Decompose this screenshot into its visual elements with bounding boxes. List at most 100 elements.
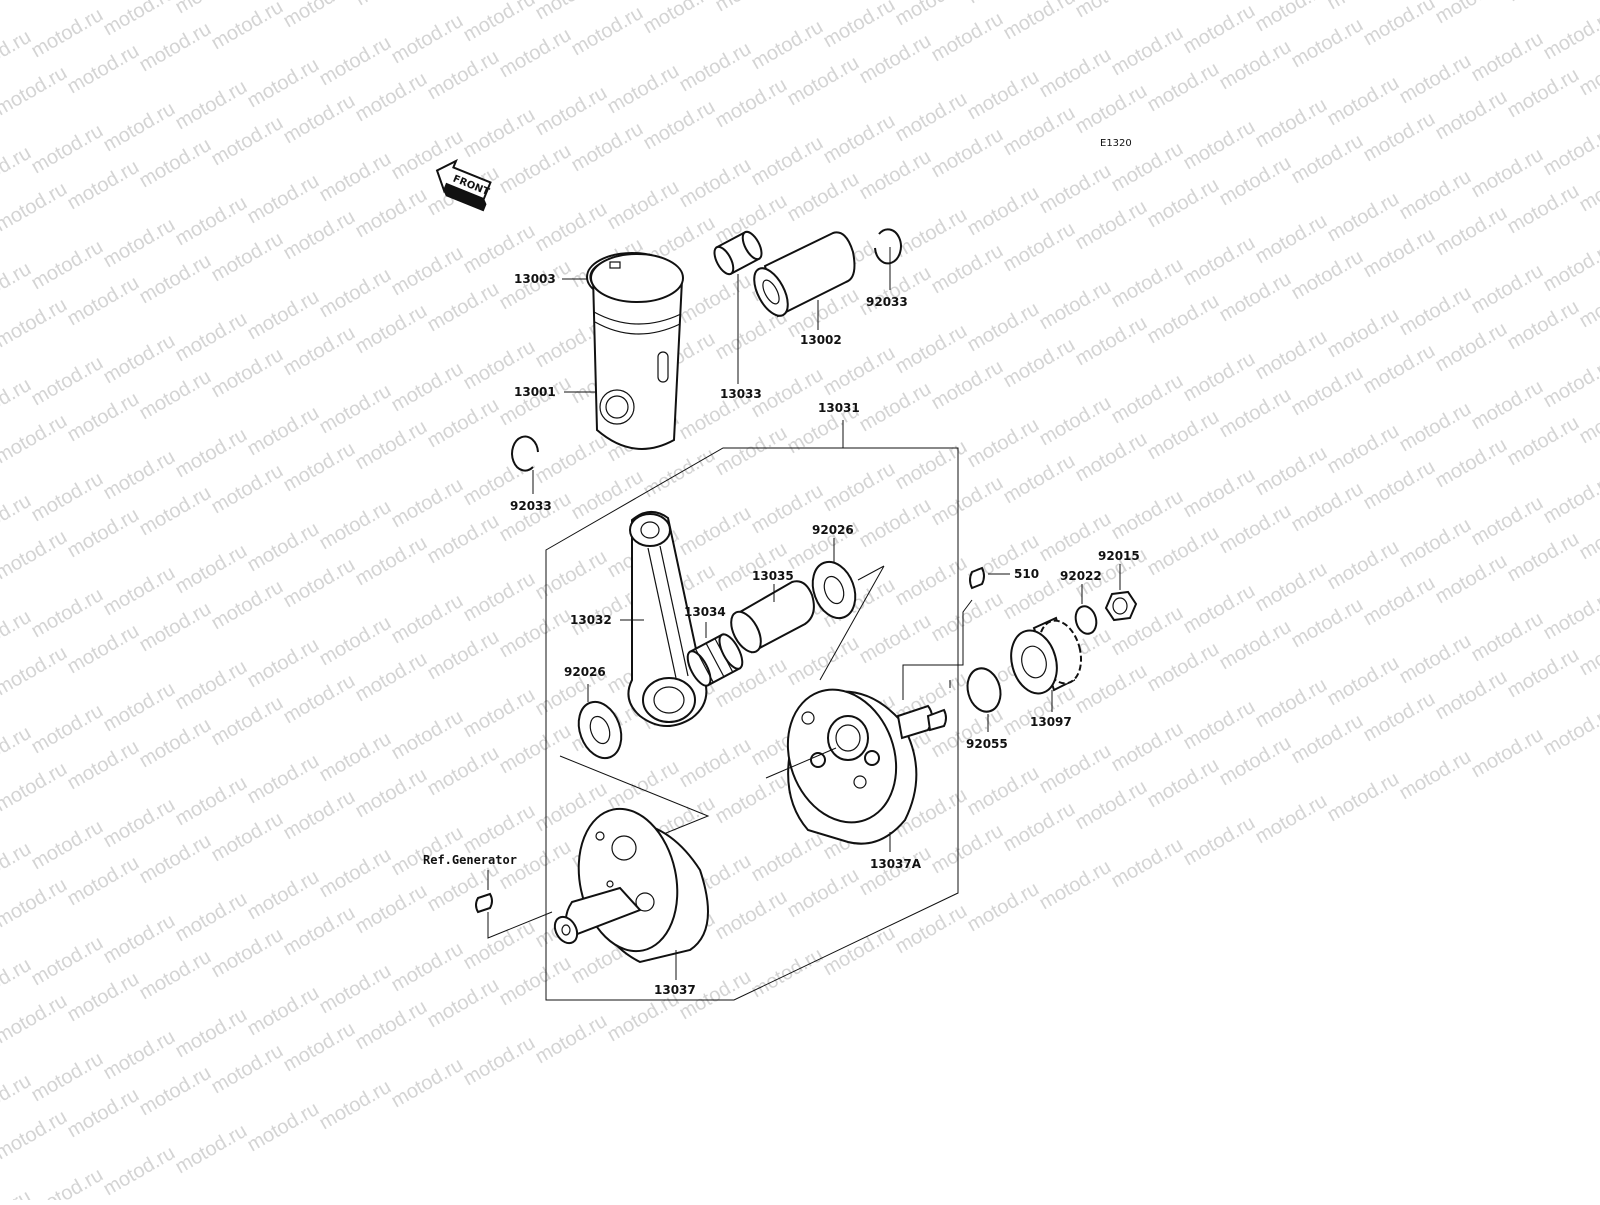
watermark-text: motod.ru <box>1252 210 1331 269</box>
watermark-text: motod.ru <box>1108 718 1187 777</box>
watermark-text: motod.ru <box>784 52 863 111</box>
watermark-text: motod.ru <box>352 764 431 823</box>
watermark-text: motod.ru <box>424 626 503 685</box>
label-13003: 13003 <box>514 272 556 286</box>
watermark-text: motod.ru <box>1180 0 1259 58</box>
watermark-text: motod.ru <box>496 488 575 547</box>
watermark-text: motod.ru <box>1036 856 1115 915</box>
watermark-text: motod.ru <box>388 242 467 301</box>
watermark-text: motod.ru <box>496 952 575 1011</box>
watermark-text: motod.ru <box>1432 666 1511 725</box>
watermark-text: motod.ru <box>748 132 827 191</box>
watermark-text: motod.ru <box>64 388 143 447</box>
watermark-text: motod.ru <box>820 110 899 169</box>
watermark-text: motod.ru <box>1072 312 1151 371</box>
watermark-text: motod.ru <box>136 714 215 773</box>
watermark-text: motod.ru <box>64 736 143 795</box>
label-92055: 92055 <box>966 737 1008 751</box>
watermark-text: motod.ru <box>1216 152 1295 211</box>
watermark-text: motod.ru <box>136 946 215 1005</box>
watermark-text: motod.ru <box>460 916 539 975</box>
watermark-text: motod.ru <box>1144 174 1223 233</box>
watermark-text: motod.ru <box>1000 798 1079 857</box>
watermark-text: motod.ru <box>100 0 179 40</box>
watermark-text: motod.ru <box>1360 340 1439 399</box>
watermark-text: motod.ru <box>1216 36 1295 95</box>
watermark-text: motod.ru <box>964 762 1043 821</box>
watermark-text: motod.ru <box>0 490 35 549</box>
watermark-text: motod.ru <box>244 1098 323 1157</box>
watermark-text: motod.ru <box>100 446 179 505</box>
watermark-text: motod.ru <box>712 0 791 16</box>
watermark-text: motod.ru <box>424 510 503 569</box>
watermark-text: motod.ru <box>28 4 107 63</box>
watermark-text: motod.ru <box>532 430 611 489</box>
watermark-text: motod.ru <box>1000 450 1079 509</box>
watermark-text: motod.ru <box>1396 398 1475 457</box>
watermark-text: motod.ru <box>172 308 251 367</box>
watermark-text: motod.ru <box>352 300 431 359</box>
watermark-text: motod.ru <box>1432 550 1511 609</box>
watermark-text: motod.ru <box>100 98 179 157</box>
watermark-text: motod.ru <box>316 1076 395 1135</box>
watermark-text: motod.ru <box>712 74 791 133</box>
watermark-text: motod.ru <box>0 178 71 237</box>
watermark-text: motod.ru <box>1000 102 1079 161</box>
watermark-text: motod.ru <box>1576 274 1600 333</box>
watermark-text: motod.ru <box>208 924 287 983</box>
watermark-text: motod.ru <box>0 62 71 121</box>
watermark-text: motod.ru <box>1576 42 1600 101</box>
watermark-text: motod.ru <box>100 214 179 273</box>
watermark-text: motod.ru <box>280 670 359 729</box>
watermark-text: motod.ru <box>208 1040 287 1099</box>
watermark-text: motod.ru <box>856 842 935 901</box>
watermark-text: motod.ru <box>1252 326 1331 385</box>
watermark-text: motod.ru <box>280 554 359 613</box>
label-92026-left: 92026 <box>564 665 606 679</box>
watermark-text: motod.ru <box>316 844 395 903</box>
watermark-text: motod.ru <box>0 758 71 817</box>
label-92026-top: 92026 <box>812 523 854 537</box>
watermark-text: motod.ru <box>1144 58 1223 117</box>
watermark-text: motod.ru <box>28 120 107 179</box>
watermark-text: motod.ru <box>892 204 971 263</box>
watermark-text: motod.ru <box>532 0 611 24</box>
watermark-text: motod.ru <box>928 124 1007 183</box>
watermark-text: motod.ru <box>928 240 1007 299</box>
watermark-text: motod.ru <box>532 198 611 257</box>
watermark-text: motod.ru <box>352 416 431 475</box>
watermark-text: motod.ru <box>1396 282 1475 341</box>
label-92022: 92022 <box>1060 569 1102 583</box>
watermark-text: motod.ru <box>1288 246 1367 305</box>
watermark-text: motod.ru <box>1360 688 1439 747</box>
watermark-text: motod.ru <box>172 424 251 483</box>
watermark-text: motod.ru <box>64 272 143 331</box>
watermark-text: motod.ru <box>1072 428 1151 487</box>
watermark-text: motod.ru <box>460 220 539 279</box>
watermark-text: motod.ru <box>892 320 971 379</box>
circlip-top <box>875 229 901 263</box>
label-13097: 13097 <box>1030 715 1072 729</box>
watermark-text: motod.ru <box>1504 180 1583 239</box>
watermark-text: motod.ru <box>64 156 143 215</box>
watermark-text: motod.ru <box>0 258 35 317</box>
watermark-text: motod.ru <box>0 874 71 933</box>
watermark-text: motod.ru <box>604 60 683 119</box>
watermark-text: motod.ru <box>676 270 755 329</box>
watermark-text: motod.ru <box>424 742 503 801</box>
watermark-text: motod.ru <box>172 540 251 599</box>
watermark-text: motod.ru <box>280 322 359 381</box>
watermark-text: motod.ru <box>1072 196 1151 255</box>
watermark-text: motod.ru <box>1036 276 1115 335</box>
watermark-text: motod.ru <box>532 82 611 141</box>
watermark-text: motod.ru <box>676 734 755 793</box>
watermark-text: motod.ru <box>244 866 323 925</box>
watermark-text: motod.ru <box>748 944 827 1003</box>
watermark-text: motod.ru <box>1360 456 1439 515</box>
watermark-text: motod.ru <box>1108 834 1187 893</box>
watermark-text: motod.ru <box>1216 500 1295 559</box>
label-13032: 13032 <box>570 613 612 627</box>
nut <box>1106 592 1136 620</box>
watermark-text: motod.ru <box>0 410 71 469</box>
watermark-text: motod.ru <box>1180 580 1259 639</box>
